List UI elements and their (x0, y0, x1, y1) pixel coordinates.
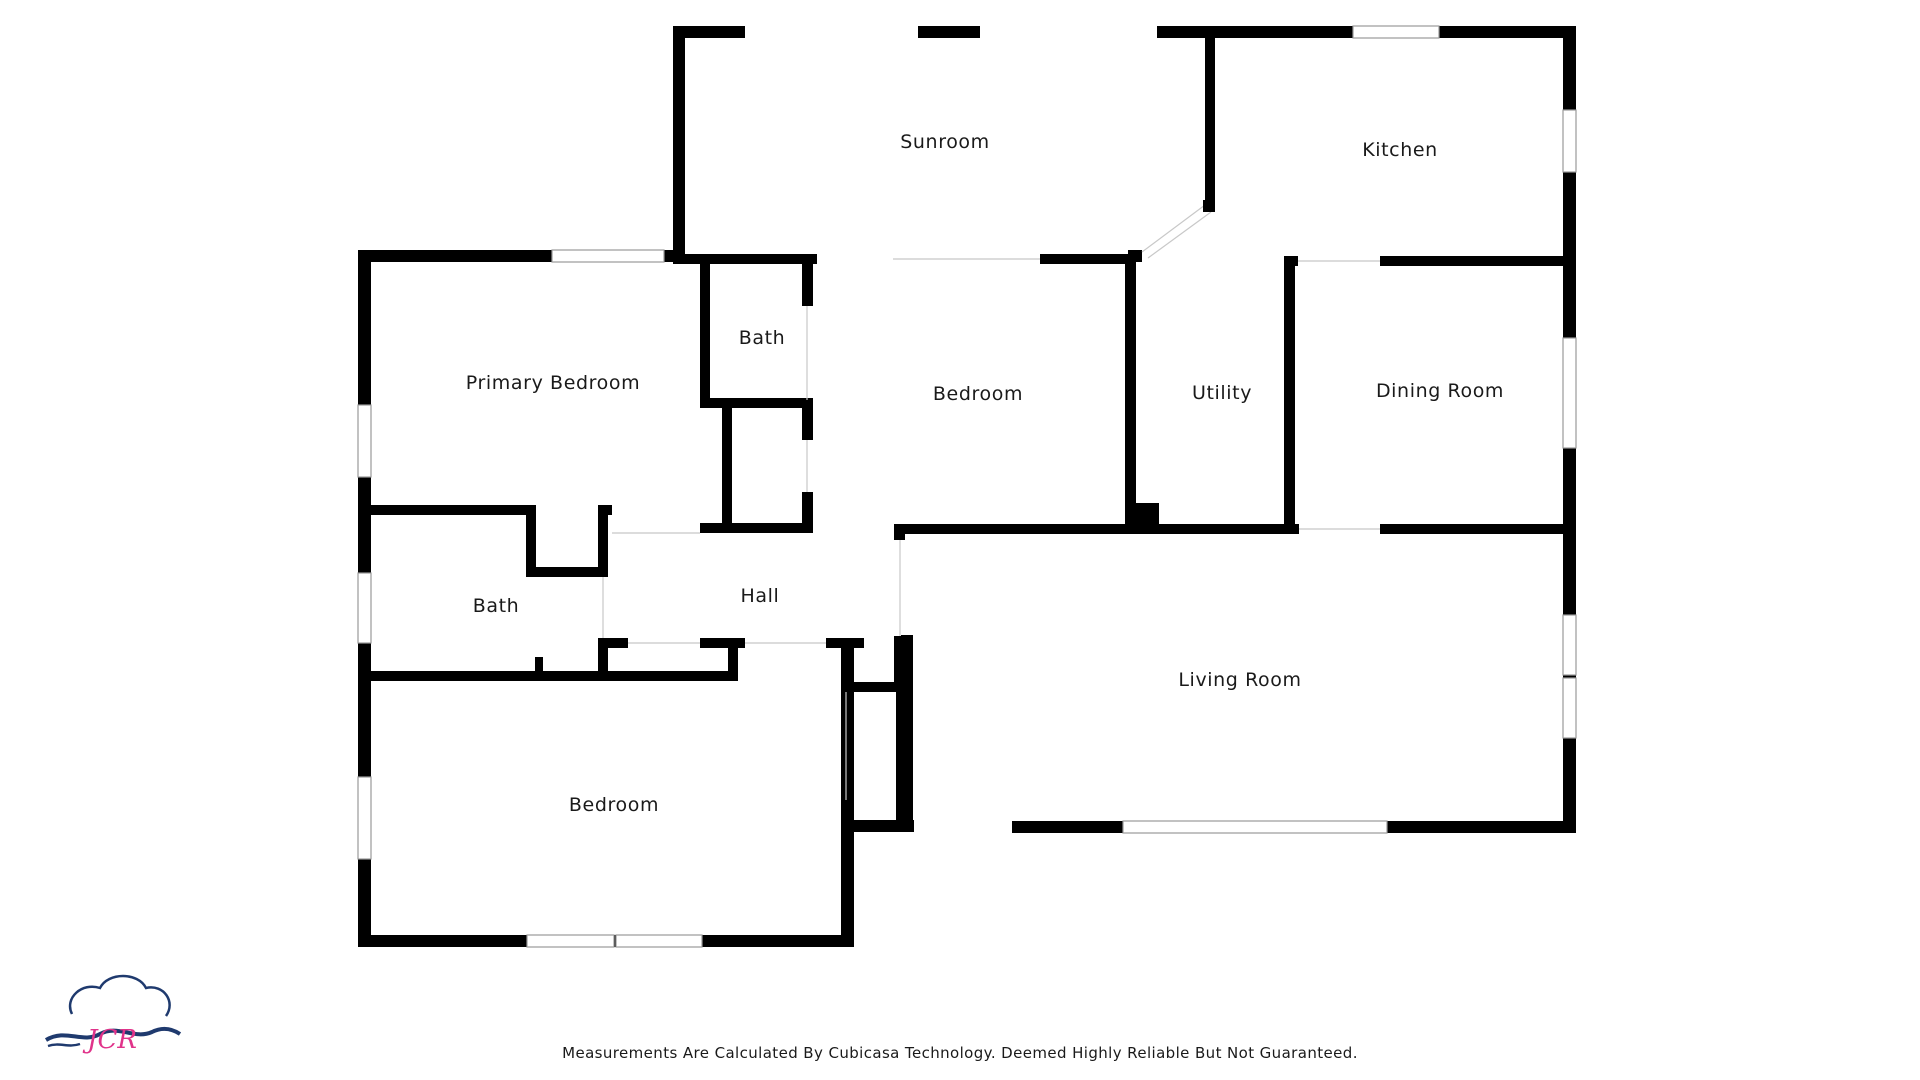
wall-bath-closet-bottom (526, 567, 608, 577)
wall-sunroom-top-left (673, 26, 745, 38)
label-bath-left: Bath (473, 595, 520, 617)
window-bath-left (357, 572, 372, 644)
logo-letters: JCR (82, 1025, 137, 1055)
wall-bath-closet-right-top (598, 505, 612, 515)
wall-upper-horizontal-b (1040, 254, 1130, 264)
wall-utility-left (1125, 254, 1136, 528)
wall-dining-left-cap (1284, 256, 1298, 266)
wall-bath-stub (535, 657, 543, 681)
exterior-walls (358, 26, 1576, 947)
wall-hall-closet-right (728, 638, 738, 681)
wall-living-top-left (894, 524, 1299, 534)
wall-kitchen-left (1205, 38, 1215, 205)
wall-closet-upper-right (802, 492, 813, 532)
label-hall: Hall (741, 585, 780, 607)
wall-bath-closet-left (526, 505, 536, 577)
logo-wave (44, 1026, 182, 1042)
label-dining-room: Dining Room (1376, 380, 1504, 402)
interior-walls (358, 38, 1575, 821)
wall-closet-bottom (841, 820, 914, 832)
wall-diagonal-end (1203, 200, 1215, 212)
window-bedroom-left (357, 776, 372, 860)
logo-cloud-outline (68, 974, 171, 1017)
wall-bath-closet-right (598, 505, 608, 577)
cloud-wave-logo-icon: JCR (44, 974, 182, 1055)
wall-hall-top (700, 523, 813, 533)
label-primary-bedroom: Primary Bedroom (466, 372, 640, 394)
wall-sunroom-top-mid (918, 26, 980, 38)
wall-dining-left (1284, 256, 1295, 528)
label-kitchen: Kitchen (1362, 139, 1438, 161)
label-living-room: Living Room (1178, 669, 1301, 691)
door-diagonal-b (1147, 211, 1212, 259)
wall-hall-bottom-a (598, 638, 628, 648)
wall-closet-lower-left (841, 638, 851, 692)
wall-hall-bottom-b (700, 638, 745, 648)
wall-utility-block (1125, 503, 1159, 528)
window-living-bottom (1122, 820, 1388, 834)
label-bath-upper: Bath (739, 327, 786, 349)
wall-bath-upper-right (802, 256, 813, 306)
wall-closet-lower-right-top (894, 636, 905, 692)
measurement-disclaimer: Measurements Are Calculated By Cubicasa … (562, 1044, 1358, 1062)
label-utility: Utility (1192, 382, 1252, 404)
wall-bath-upper-bottom (700, 398, 813, 408)
windows (357, 25, 1577, 948)
wall-primary-bottom (358, 505, 536, 515)
window-living-right-a (1562, 614, 1577, 676)
room-labels: Sunroom Kitchen Primary Bedroom Bath Bed… (466, 131, 1504, 816)
wall-hall-left-low (598, 638, 608, 680)
logo-wave-small (47, 1042, 81, 1048)
window-primary-top (551, 249, 665, 263)
wall-sunroom-left (673, 26, 685, 256)
window-kitchen-top (1352, 25, 1440, 39)
window-living-right-b (1562, 677, 1577, 739)
label-sunroom: Sunroom (900, 131, 990, 153)
wall-bath-upper-left (700, 256, 710, 406)
doorways (602, 258, 1380, 800)
window-bedroom-bottom-a (526, 934, 615, 948)
wall-living-left (896, 636, 907, 821)
wall-kitchen-bottom (1380, 256, 1575, 266)
window-primary-left (357, 404, 372, 478)
wall-closet-lower-top (841, 682, 911, 692)
wall-bedroom-right (841, 645, 854, 947)
wall-upper-horizontal-a (673, 254, 817, 264)
window-dining-right (1562, 337, 1577, 449)
door-diagonal-a (1141, 204, 1206, 253)
label-bedroom-middle: Bedroom (933, 383, 1023, 405)
window-bedroom-bottom-b (615, 934, 703, 948)
window-kitchen-right (1562, 109, 1577, 173)
wall-bath-bottom (358, 671, 738, 681)
wall-living-left-stub (894, 524, 905, 540)
wall-bath-upper-right-b (802, 400, 813, 440)
wall-living-top-right (1380, 524, 1575, 534)
wall-closet-upper-left (722, 398, 732, 532)
label-bedroom-lower: Bedroom (569, 794, 659, 816)
